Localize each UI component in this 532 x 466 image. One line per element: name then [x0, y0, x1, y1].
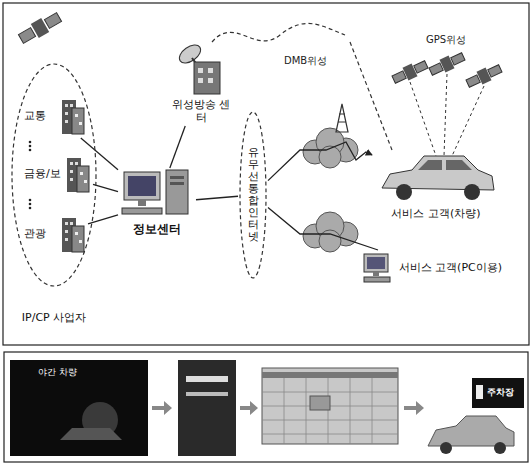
building-icon: [60, 96, 86, 136]
node-group: 서비스 고객(PC이용): [360, 250, 504, 286]
member-node: 금융/보: [22, 152, 93, 196]
node-text: 서비스 고객(차량): [391, 207, 480, 220]
label-text: 야간 차량: [38, 367, 77, 378]
night-scene: [10, 360, 148, 456]
flow-arrow: [240, 401, 258, 415]
connector-line: [93, 184, 118, 191]
broadcast-center-icon: [170, 40, 232, 96]
network-cloud: [303, 212, 358, 252]
car-icon: [372, 148, 500, 202]
dmb-signal: [212, 23, 392, 150]
top-frame: [3, 3, 529, 345]
connector-line: [81, 138, 118, 170]
node-text: 유무선통합 인터넷: [248, 147, 259, 244]
member-node: 관광: [22, 212, 88, 256]
building-icon: [65, 154, 91, 194]
bottom-frame: [4, 352, 528, 462]
node-text: IP/CP 사업자: [22, 311, 86, 324]
building-icon: [60, 214, 86, 254]
label-text: GPS위성: [426, 34, 466, 46]
node-group: IP/CP 사업자 교통금융/보관광: [10, 62, 98, 324]
map-screen: [262, 368, 398, 444]
gps-satellites: [391, 50, 504, 156]
node-text: 교통: [24, 109, 46, 122]
satellite-icon: [17, 10, 63, 46]
flow-arrow: [152, 401, 172, 415]
server-computer-icon: [118, 168, 196, 218]
label-text: DMB위성: [284, 55, 327, 67]
node-group: 위성방송 센터: [170, 40, 232, 126]
antenna-tower: [336, 104, 348, 132]
connector-line: [196, 196, 238, 200]
member-node: 교통: [22, 94, 88, 138]
node-text: 서비스 고객(PC이용): [399, 261, 502, 274]
node-text: 관광: [24, 227, 46, 240]
node-group: 서비스 고객(차량): [372, 148, 500, 222]
connector-line: [268, 207, 378, 250]
parked-car: [428, 378, 524, 454]
node-group: 유무선통합 인터넷: [238, 110, 268, 280]
label-text: 주차장: [487, 387, 514, 398]
connector-line: [170, 126, 185, 168]
flow-arrow: [404, 401, 424, 415]
node-text: 위성방송 센터: [170, 98, 232, 124]
pc-icon: [362, 252, 394, 284]
node-text: 정보센터: [133, 222, 181, 236]
node-text: 금융/보: [24, 167, 61, 180]
parking-gate: [178, 360, 236, 456]
node-group: 정보센터: [118, 168, 196, 238]
connector-line: [268, 142, 372, 181]
